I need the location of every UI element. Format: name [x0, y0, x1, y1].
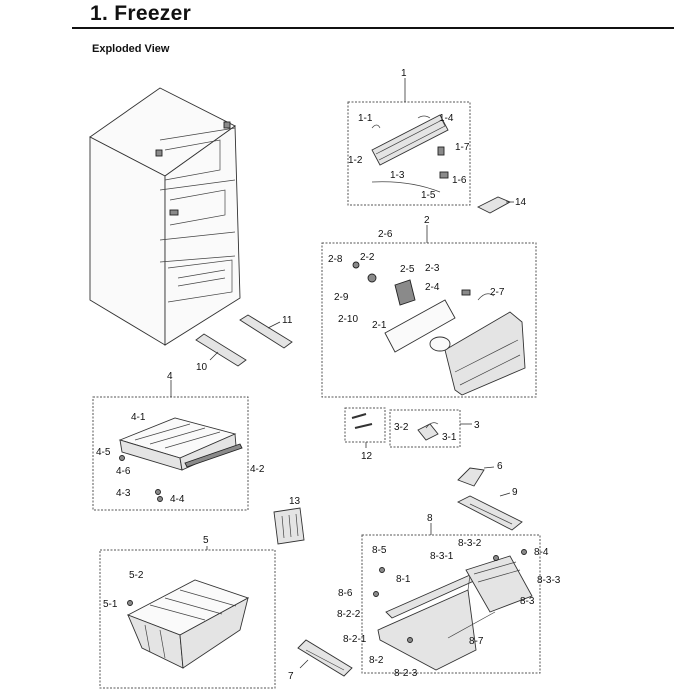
label-2-5: 2-5: [400, 264, 415, 275]
group-3: 3 3-1 3-2: [389, 409, 480, 448]
group-2-box: [321, 242, 537, 398]
label-2-3: 2-3: [425, 263, 440, 274]
label-2-6: 2-6: [378, 229, 393, 240]
label-8-3-2: 8-3-2: [458, 538, 482, 549]
freezer-cabinet: [89, 87, 241, 346]
label-4-6: 4-6: [116, 466, 131, 477]
label-14: 14: [515, 197, 527, 208]
label-4-4: 4-4: [170, 494, 185, 505]
label-8-6: 8-6: [338, 588, 353, 599]
part-2-1-cover: [444, 311, 526, 396]
label-8-3: 8-3: [520, 596, 535, 607]
label-2: 2: [424, 215, 430, 226]
label-1-7: 1-7: [455, 142, 470, 153]
label-13: 13: [289, 496, 301, 507]
label-5-1: 5-1: [103, 599, 118, 610]
group-4-box: [92, 396, 249, 511]
label-11: 11: [282, 315, 293, 326]
label-8-1: 8-1: [396, 574, 411, 585]
label-1-4: 1-4: [439, 113, 454, 124]
label-5: 5: [203, 535, 209, 546]
label-12: 12: [361, 451, 373, 462]
part-12: 12: [344, 407, 386, 462]
label-3: 3: [474, 420, 480, 431]
label-1-2: 1-2: [348, 155, 363, 166]
label-8-2-1: 8-2-1: [343, 634, 367, 645]
part-6: 6: [457, 461, 503, 487]
label-2-9: 2-9: [334, 292, 349, 303]
part-9: 9: [457, 487, 523, 531]
label-8-3-1: 8-3-1: [430, 551, 454, 562]
group-5: 5 5-1 5-2: [99, 535, 276, 689]
label-8-2-3: 8-2-3: [394, 668, 418, 679]
group-8: 8 8-1 8-2 8-2-1 8-2-2 8-2-3 8-3 8-3-1 8-…: [337, 513, 561, 679]
label-5-2: 5-2: [129, 570, 144, 581]
label-4-2: 4-2: [250, 464, 265, 475]
part-1-2: [371, 114, 449, 166]
label-1-3: 1-3: [390, 170, 405, 181]
label-8-2: 8-2: [369, 655, 384, 666]
title-rule: [72, 27, 674, 29]
part-10: 10: [195, 333, 247, 373]
label-9: 9: [512, 487, 518, 498]
label-4-5: 4-5: [96, 447, 111, 458]
group-8-box: [361, 534, 541, 674]
part-13: 13: [273, 496, 305, 545]
label-6: 6: [497, 461, 503, 472]
label-3-2: 3-2: [394, 422, 409, 433]
group-5-box: [99, 549, 276, 689]
part-11: 11: [239, 314, 293, 349]
label-2-2: 2-2: [360, 252, 375, 263]
label-8-5: 8-5: [372, 545, 387, 556]
label-4: 4: [167, 371, 173, 382]
label-8-7: 8-7: [469, 636, 484, 647]
label-2-1: 2-1: [372, 320, 387, 331]
label-2-7: 2-7: [490, 287, 505, 298]
label-2-10: 2-10: [338, 314, 358, 325]
label-4-3: 4-3: [116, 488, 131, 499]
label-2-8: 2-8: [328, 254, 343, 265]
label-2-4: 2-4: [425, 282, 440, 293]
label-8: 8: [427, 513, 433, 524]
group-2: 2 2-1 2-2 2-3 2-4 2-5 2-6 2-7 2-8 2-9 2-…: [321, 215, 537, 398]
group-3-box: [389, 409, 461, 448]
label-1-1: 1-1: [358, 113, 373, 124]
label-4-1: 4-1: [131, 412, 146, 423]
label-8-2-2: 8-2-2: [337, 609, 361, 620]
label-10: 10: [196, 362, 208, 373]
label-1-6: 1-6: [452, 175, 467, 186]
group-4: 4 4-1 4-2 4-3 4-4 4-5 4-6: [92, 371, 265, 511]
part-14: 14: [476, 196, 527, 214]
group-1: 1 1-1 1-2 1-3 1-4 1-5 1-6 1-7: [347, 68, 471, 206]
label-7: 7: [288, 671, 294, 682]
page-title: 1. Freezer: [90, 2, 192, 25]
label-1: 1: [401, 68, 407, 79]
subtitle-exploded-view: Exploded View: [92, 43, 170, 55]
label-1-5: 1-5: [421, 190, 436, 201]
label-8-3-3: 8-3-3: [537, 575, 561, 586]
part-7: 7: [288, 639, 353, 682]
label-3-1: 3-1: [442, 432, 457, 443]
group-1-box: [347, 101, 471, 206]
label-8-4: 8-4: [534, 547, 549, 558]
